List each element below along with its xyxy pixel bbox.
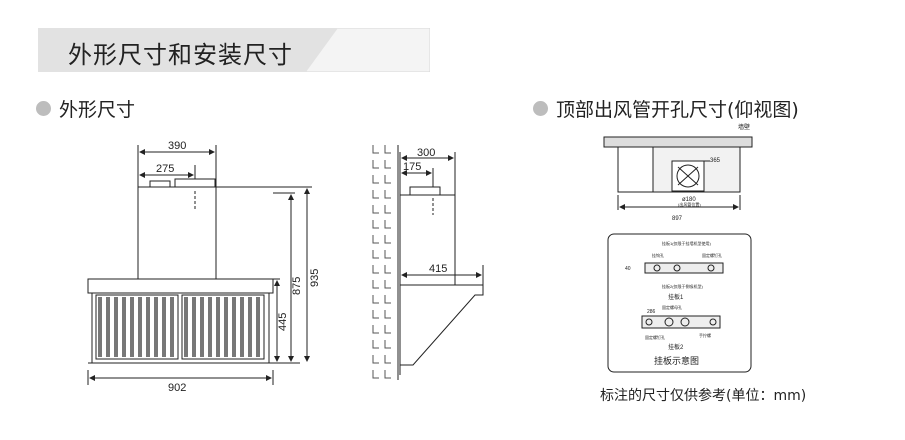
section-top-duct-title: 顶部出风管开孔尺寸(仰视图) — [556, 99, 799, 121]
front-view-drawing: 390 275 902 445 875 935 — [87, 140, 321, 394]
dim-duct-depth: 175 — [403, 161, 421, 173]
bracket-diagram: 挂板1(仅限于挂墙机型使用) 挂钩孔 固定螺钉孔 40 挂板2(仅限于侧吸机型)… — [607, 233, 752, 373]
caption-top1: 挂板1(仅限于挂墙机型使用) — [662, 240, 712, 246]
label-fixing-hole2: 固定螺母孔 — [662, 304, 682, 310]
bullet-dot-icon — [533, 101, 548, 116]
section-banner: 外形尺寸和安装尺寸 — [38, 28, 430, 72]
plate1-title: 挂板1 — [668, 293, 684, 301]
dim-total-height: 935 — [309, 269, 321, 287]
plate2-title: 挂板2 — [668, 343, 684, 351]
dim-width: 897 — [672, 216, 683, 222]
dim-hole: 365 — [710, 158, 721, 164]
dim-hood-height: 445 — [277, 313, 289, 331]
caption-top2: 挂板2(仅限于侧吸机型) — [662, 283, 704, 289]
section-outline: 外形尺寸 — [36, 95, 135, 122]
dim-left2: 286 — [647, 309, 656, 315]
section-top-duct: 顶部出风管开孔尺寸(仰视图) — [533, 95, 799, 122]
dim-chimney-height: 875 — [291, 277, 303, 295]
dim-top-depth: 300 — [417, 147, 435, 159]
dim-diameter: ø180 — [682, 197, 696, 203]
label-hand: 手拧螺 — [699, 332, 711, 338]
section-outline-title: 外形尺寸 — [59, 99, 136, 121]
label-hook: 挂钩孔 — [652, 252, 664, 258]
banner-background — [38, 28, 430, 72]
dim-total-width: 902 — [168, 382, 186, 394]
bracket-caption: 挂板示意图 — [654, 355, 699, 366]
bullet-dot-icon — [36, 101, 51, 116]
banner-title: 外形尺寸和安装尺寸 — [68, 41, 293, 69]
label-bottom-hole: 固定螺钉孔 — [645, 334, 665, 340]
side-view-drawing: 300 175 415 — [372, 145, 484, 380]
dim-left: 40 — [625, 266, 631, 272]
dim-diameter-note: (出风管位置) — [678, 201, 701, 207]
dim-top-width: 390 — [168, 140, 186, 152]
wall-label: 墙壁 — [738, 123, 750, 131]
dim-hood-depth: 415 — [429, 263, 447, 275]
reference-note: 标注的尺寸仅供参考(单位：mm) — [600, 388, 807, 404]
dim-duct-offset: 275 — [156, 163, 174, 175]
top-view-drawing: 墙壁 365 ø180 (出风管位置) 897 — [603, 123, 753, 222]
label-fixing-hole: 固定螺钉孔 — [702, 252, 722, 258]
